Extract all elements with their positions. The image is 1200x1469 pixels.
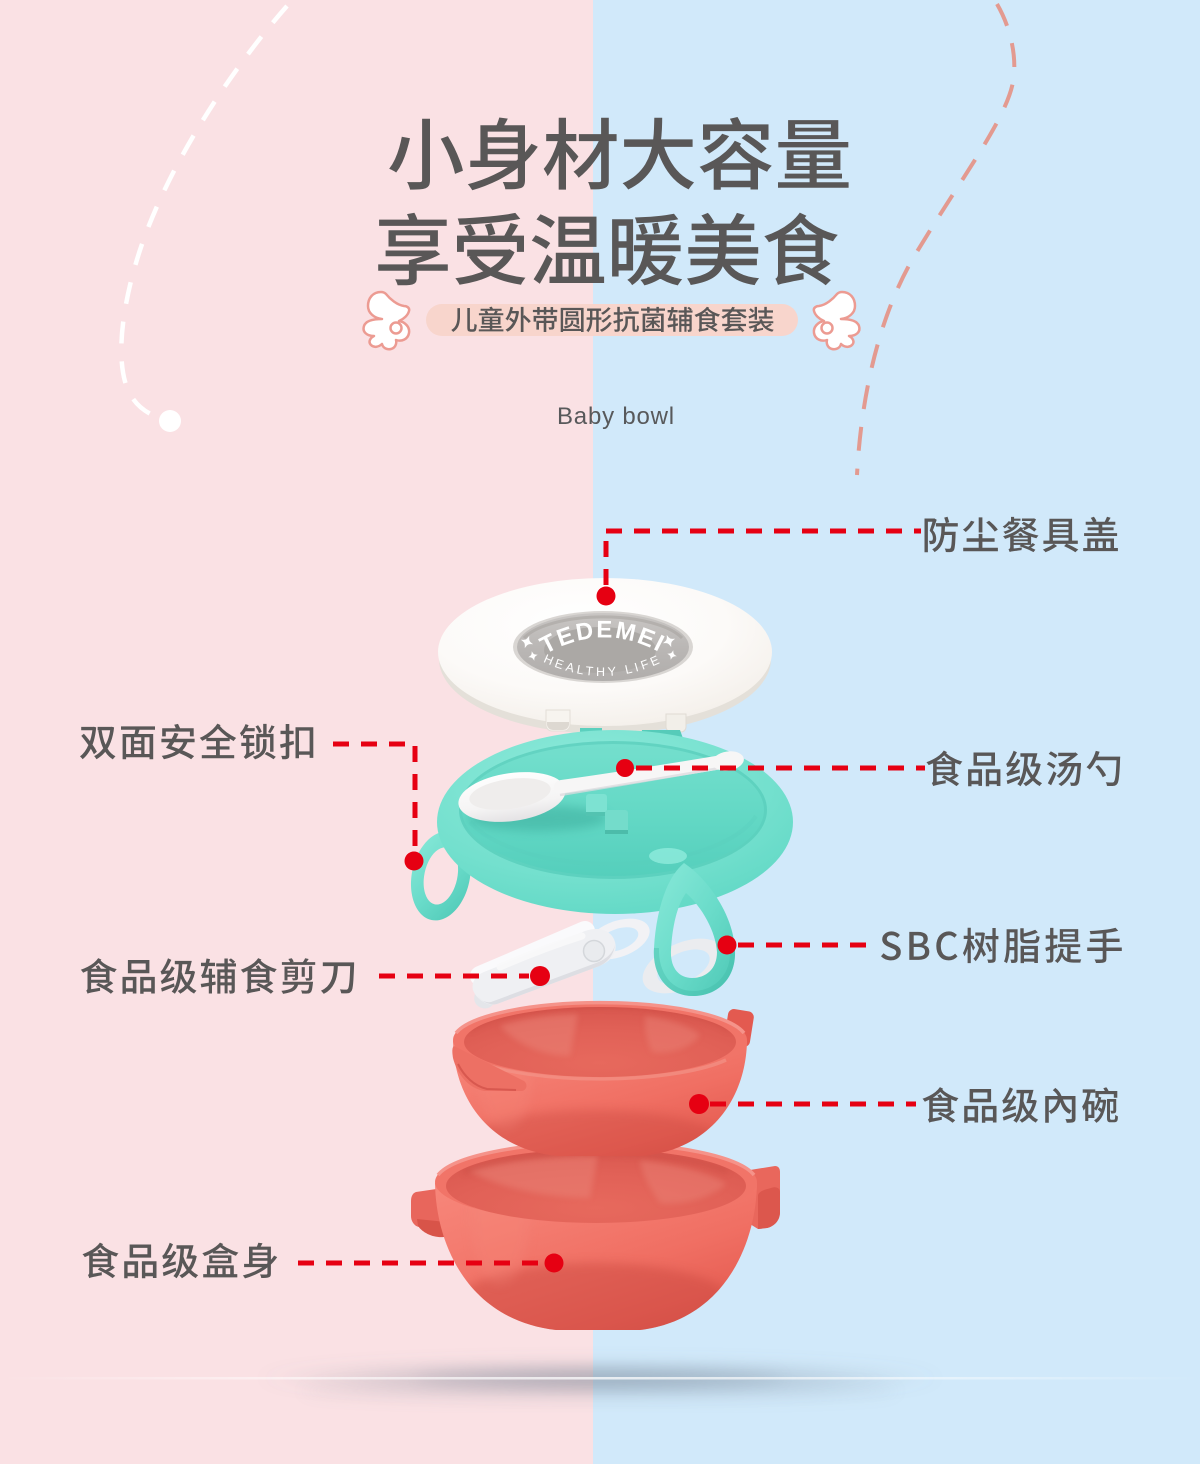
svg-text:Baby bowl: Baby bowl bbox=[557, 403, 675, 430]
